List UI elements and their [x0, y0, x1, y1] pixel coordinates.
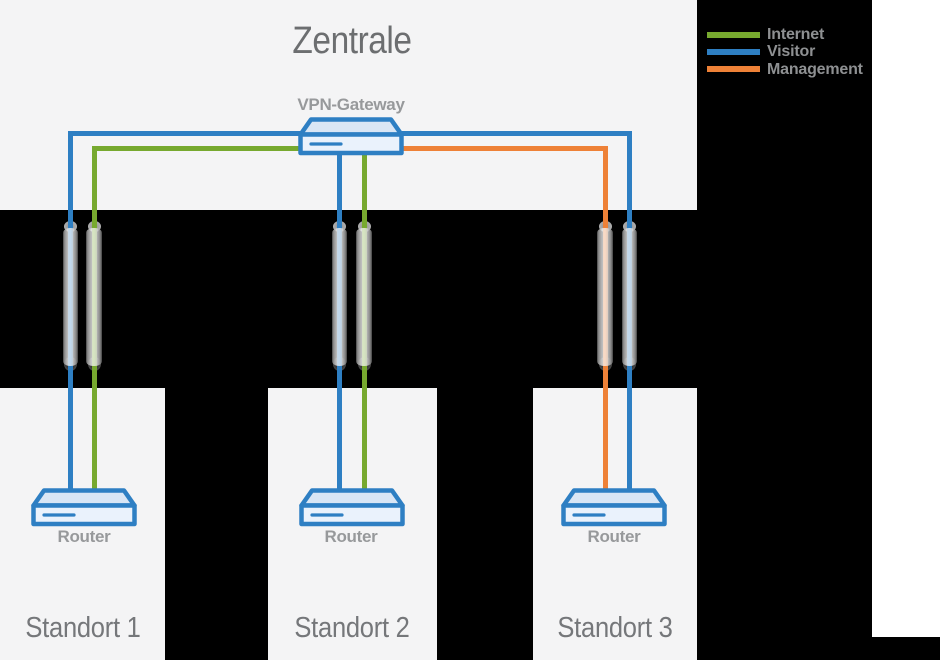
conduit-tube: [621, 228, 637, 366]
conduit-tube: [597, 228, 613, 366]
conduit-tube: [331, 228, 347, 366]
site3-title: Standort 3: [557, 612, 673, 644]
site1-title: Standort 1: [25, 612, 141, 644]
visitor-line-hq-to-site3: [401, 130, 632, 136]
hq-title: Zentrale: [292, 20, 412, 62]
legend-swatch-visitor: [706, 48, 760, 55]
router-icon-site3: [561, 487, 667, 526]
legend-swatch-internet: [706, 31, 760, 38]
management-line-hq-to-site3: [401, 145, 608, 151]
legend-label-visitor: Visitor: [767, 43, 816, 60]
router-label-site2: Router: [324, 527, 378, 546]
visitor-line-hq-to-site1: [67, 130, 303, 136]
router-icon-site1: [31, 487, 137, 526]
page-margin: [872, 0, 940, 637]
conduit-tube: [356, 228, 372, 366]
legend-label-internet: Internet: [767, 26, 825, 43]
site2-title: Standort 2: [294, 612, 410, 644]
router-label-site3: Router: [587, 527, 641, 546]
vpn-gateway-label: VPN-Gateway: [297, 95, 405, 114]
router-icon-site2: [298, 487, 405, 526]
legend-label-management: Management: [767, 60, 863, 78]
conduit-tube: [86, 228, 102, 366]
hq-panel: [0, 0, 697, 210]
router-label-site1: Router: [57, 527, 111, 546]
legend-swatch-management: [706, 66, 760, 72]
vpn-gateway-icon: [298, 117, 404, 156]
conduit-tube: [62, 228, 78, 366]
internet-line-hq-to-site1: [91, 145, 303, 151]
